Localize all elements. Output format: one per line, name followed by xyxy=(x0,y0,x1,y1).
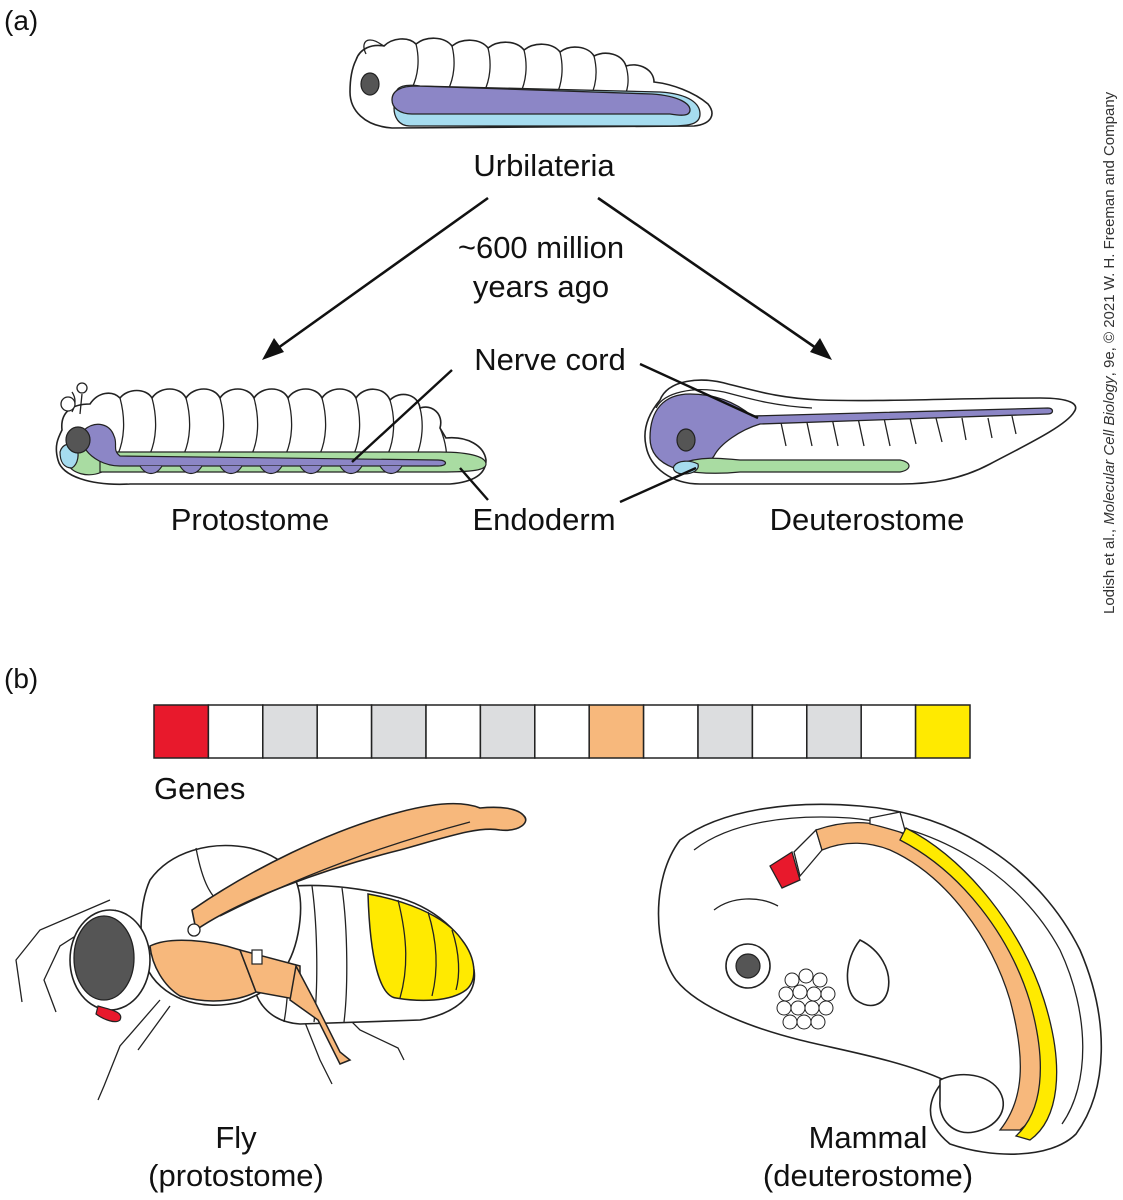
gene-box xyxy=(370,704,427,759)
panel-a-label: (a) xyxy=(4,5,38,36)
mammal-head-gene-region xyxy=(769,850,801,889)
fly-head-gene-region xyxy=(95,1005,122,1023)
arrowhead-deuterostome xyxy=(810,338,832,360)
fly-label-line1: Fly xyxy=(215,1120,257,1155)
arrow-to-deuterostome xyxy=(597,196,817,350)
gene-box xyxy=(207,704,264,759)
mammal-embryo-drawing xyxy=(657,803,1103,1155)
arch-cluster xyxy=(776,968,836,1030)
fly-drawing xyxy=(15,802,527,1101)
gene-box xyxy=(588,704,645,759)
arrow-to-protostome xyxy=(277,196,489,350)
nerve-cord-label: Nerve cord xyxy=(474,342,626,377)
genes-label: Genes xyxy=(154,771,245,806)
time-label-line2: years ago xyxy=(473,269,609,304)
gene-box xyxy=(751,704,808,759)
mammal-label-line1: Mammal xyxy=(809,1120,928,1155)
endoderm-label: Endoderm xyxy=(472,502,615,537)
gene-box xyxy=(697,704,754,759)
gene-array xyxy=(153,704,971,759)
protostome-drawing xyxy=(55,382,487,486)
fly-label-line2: (protostome) xyxy=(148,1158,324,1193)
urbilateria-label: Urbilateria xyxy=(473,148,615,183)
fly-mid-leg xyxy=(97,999,171,1101)
gene-box xyxy=(262,704,318,759)
divergence-arrows xyxy=(262,196,832,360)
urbilateria-drawing xyxy=(349,37,713,129)
gene-box xyxy=(153,704,210,759)
gene-box xyxy=(806,704,862,759)
protostome-label: Protostome xyxy=(171,502,330,537)
arrowhead-protostome xyxy=(262,338,284,360)
mammal-label-line2: (deuterostome) xyxy=(763,1158,973,1193)
publisher-credit: Lodish et al., Molecular Cell Biology, 9… xyxy=(1101,91,1118,614)
time-label-line1: ~600 million xyxy=(458,230,624,265)
gene-box xyxy=(534,704,590,759)
gene-box xyxy=(914,704,971,759)
gene-box xyxy=(642,704,699,759)
panel-b-label: (b) xyxy=(4,663,38,694)
deuterostome-label: Deuterostome xyxy=(770,502,965,537)
deuterostome-drawing xyxy=(644,379,1077,485)
gene-box xyxy=(425,704,482,759)
gene-box xyxy=(479,704,536,759)
leader-lines xyxy=(351,362,759,504)
gene-box xyxy=(860,704,917,759)
gene-box xyxy=(316,704,373,759)
